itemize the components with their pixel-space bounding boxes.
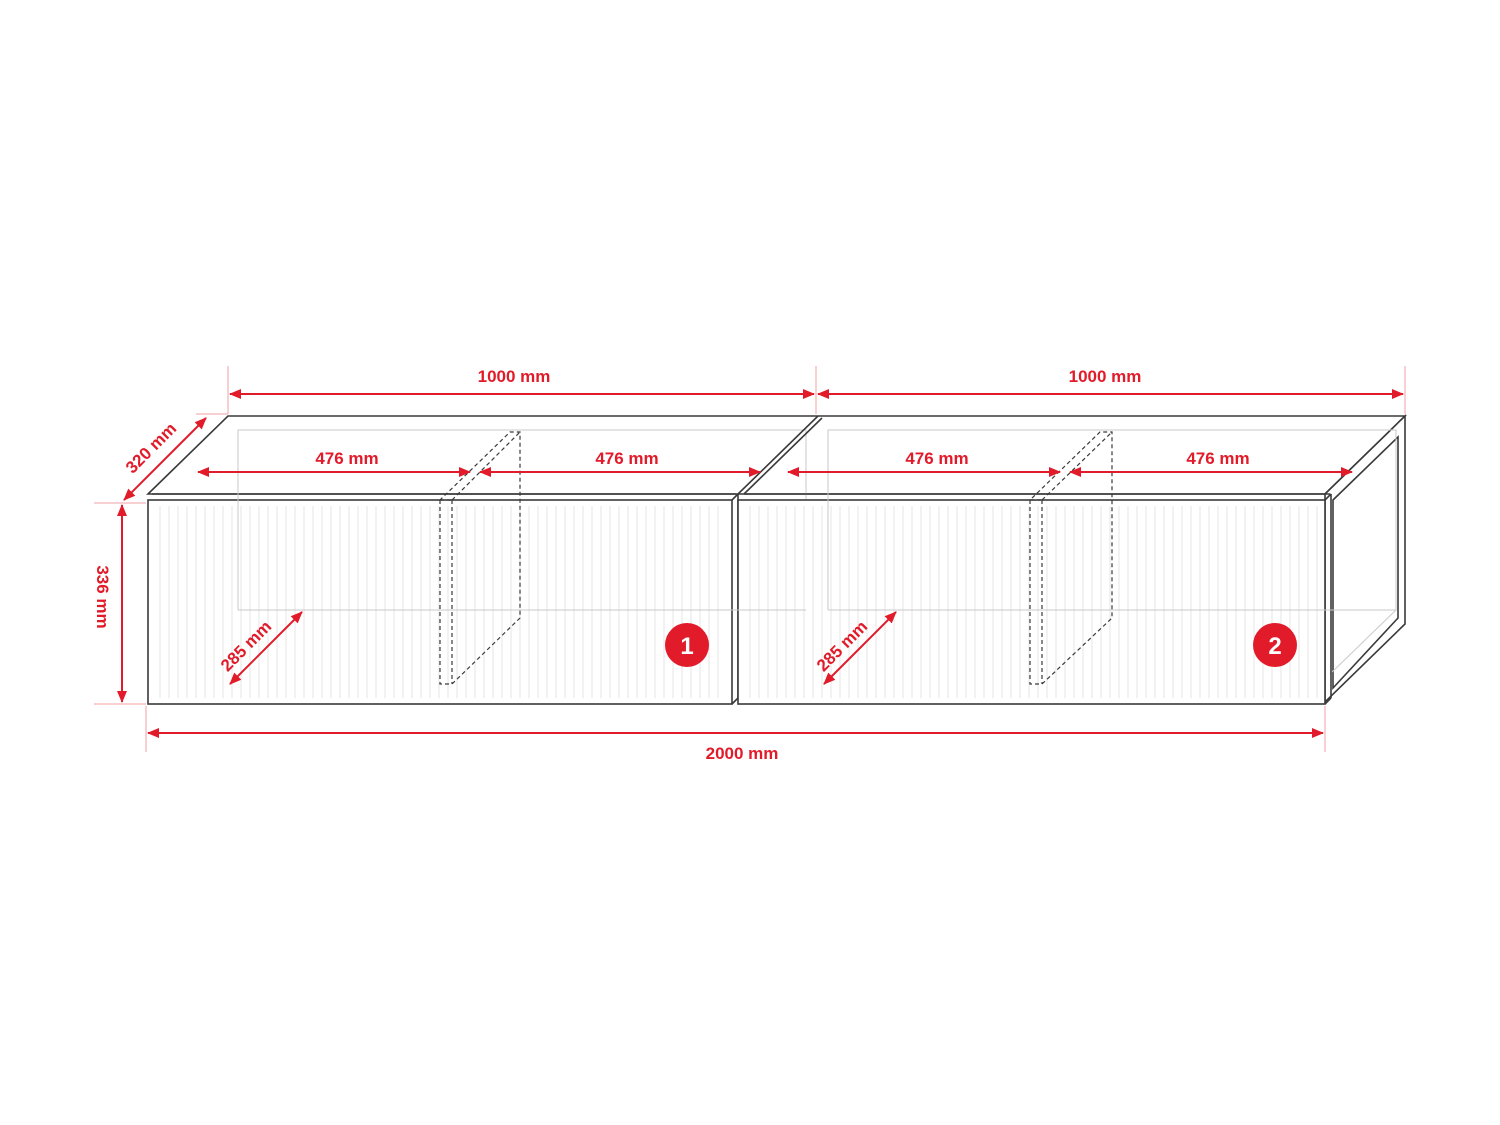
module-split-line — [737, 415, 819, 495]
module1-badge-number: 1 — [680, 633, 693, 660]
module2-badge: 2 — [1253, 623, 1297, 667]
extension-lines — [94, 366, 1406, 752]
right-side-inner-edge — [1332, 435, 1399, 691]
shelf-divider-2 — [1029, 431, 1113, 685]
module1-badge: 1 — [665, 623, 709, 667]
total-width-label: 2000 mm — [706, 744, 779, 763]
height-label: 336 mm — [93, 565, 112, 628]
module2-badge-number: 2 — [1268, 633, 1281, 660]
m1-right-compartment-label: 476 mm — [595, 449, 658, 468]
m2-left-compartment-label: 476 mm — [905, 449, 968, 468]
module2-width-label: 1000 mm — [1069, 367, 1142, 386]
m1-inner-depth-arrow — [229, 611, 303, 685]
m2-right-compartment-label: 476 mm — [1186, 449, 1249, 468]
m1-left-compartment-label: 476 mm — [315, 449, 378, 468]
depth-arrow — [123, 417, 207, 501]
dimension-lines — [117, 389, 1404, 738]
interior-see-through — [237, 430, 1396, 611]
shelf-divider-1 — [439, 431, 521, 685]
depth-label: 320 mm — [122, 419, 180, 477]
module1-width-label: 1000 mm — [478, 367, 551, 386]
front-door-1 — [147, 493, 739, 705]
m2-inner-depth-arrow — [823, 611, 897, 685]
